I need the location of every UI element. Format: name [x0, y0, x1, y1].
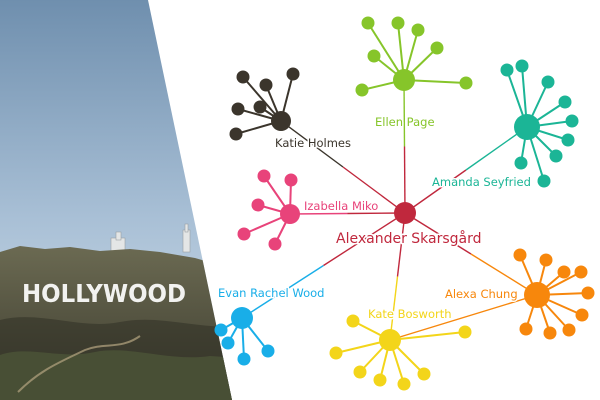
link-center-katie: [342, 166, 406, 214]
leaf-link-kate-6: [389, 331, 466, 341]
leaf-link-ellen-0: [367, 22, 405, 81]
link-kate-alexa: [389, 294, 538, 341]
leaf-node-kate-2[interactable]: [353, 365, 367, 379]
leaf-node-alexa-1[interactable]: [539, 253, 553, 267]
leaf-node-katie-2[interactable]: [286, 67, 300, 81]
leaf-node-evan-2[interactable]: [237, 352, 251, 366]
leaf-node-alexa-4[interactable]: [581, 286, 595, 300]
leaf-node-ellen-4[interactable]: [367, 49, 381, 63]
label-alexa: Alexa Chung: [445, 287, 518, 301]
leaf-node-alexa-6[interactable]: [562, 323, 576, 337]
link-katie-center: [280, 120, 344, 168]
leaf-node-ellen-0[interactable]: [361, 16, 375, 30]
link-center-ellen: [403, 146, 406, 214]
leaf-node-kate-5[interactable]: [417, 367, 431, 381]
nodes: [214, 16, 595, 391]
leaf-node-kate-1[interactable]: [329, 346, 343, 360]
leaf-node-izabella-1[interactable]: [284, 173, 298, 187]
leaf-node-izabella-2[interactable]: [251, 198, 265, 212]
leaf-node-alexa-8[interactable]: [519, 322, 533, 336]
hub-node-izabella[interactable]: [280, 204, 300, 224]
center-node[interactable]: [394, 202, 416, 224]
hub-node-evan[interactable]: [231, 307, 253, 329]
hub-node-kate[interactable]: [379, 329, 401, 351]
leaf-node-alexa-7[interactable]: [543, 326, 557, 340]
leaf-node-alexa-0[interactable]: [513, 248, 527, 262]
leaf-node-ellen-2[interactable]: [411, 23, 425, 37]
leaf-node-katie-4[interactable]: [231, 102, 245, 116]
leaf-node-ellen-1[interactable]: [391, 16, 405, 30]
link-ellen-center: [403, 79, 406, 147]
leaf-node-amanda-4[interactable]: [565, 114, 579, 128]
leaf-node-katie-0[interactable]: [236, 70, 250, 84]
leaf-node-izabella-4[interactable]: [268, 237, 282, 251]
hollywood-sign: HOLLYWOOD: [22, 279, 186, 308]
leaf-node-katie-5[interactable]: [229, 127, 243, 141]
leaf-node-amanda-6[interactable]: [549, 149, 563, 163]
leaf-node-alexa-2[interactable]: [557, 265, 571, 279]
hub-node-alexa[interactable]: [524, 282, 550, 308]
label-center: Alexander Skarsgård: [336, 230, 482, 247]
link-evan-center: [241, 264, 324, 319]
hub-node-ellen[interactable]: [393, 69, 415, 91]
antenna-tower: [110, 223, 191, 253]
labels: Alexander Skarsgård Katie Holmes Ellen Pag…: [217, 114, 533, 323]
leaf-node-kate-3[interactable]: [373, 373, 387, 387]
leaf-node-amanda-3[interactable]: [558, 95, 572, 109]
leaf-node-kate-0[interactable]: [346, 314, 360, 328]
leaf-node-katie-1[interactable]: [259, 78, 273, 92]
label-katie: Katie Holmes: [275, 136, 351, 150]
leaf-node-amanda-7[interactable]: [537, 174, 551, 188]
leaf-node-evan-3[interactable]: [261, 344, 275, 358]
leaf-node-amanda-5[interactable]: [561, 133, 575, 147]
label-kate: Kate Bosworth: [368, 307, 452, 321]
hub-node-katie[interactable]: [271, 111, 291, 131]
label-amanda: Amanda Seyfried: [432, 175, 531, 189]
leaf-node-kate-6[interactable]: [458, 325, 472, 339]
leaf-node-amanda-1[interactable]: [515, 59, 529, 73]
leaf-node-izabella-3[interactable]: [237, 227, 251, 241]
leaf-node-amanda-2[interactable]: [541, 75, 555, 89]
leaf-node-izabella-0[interactable]: [257, 169, 271, 183]
link-center-evan: [323, 212, 406, 267]
label-ellen: Ellen Page: [375, 115, 435, 129]
leaf-node-evan-1[interactable]: [221, 336, 235, 350]
leaf-node-ellen-3[interactable]: [430, 41, 444, 55]
label-evan: Evan Rachel Wood: [218, 286, 324, 300]
hub-node-amanda[interactable]: [514, 114, 540, 140]
leaf-node-ellen-6[interactable]: [459, 76, 473, 90]
leaf-node-katie-3[interactable]: [253, 100, 267, 114]
trail: [17, 335, 141, 393]
leaf-node-amanda-8[interactable]: [514, 156, 528, 170]
link-center-amanda: [404, 169, 467, 214]
leaf-node-amanda-0[interactable]: [500, 63, 514, 77]
label-izabella: Izabella Miko: [304, 199, 378, 213]
link-center-alexa: [404, 212, 472, 255]
leaf-node-kate-4[interactable]: [397, 377, 411, 391]
leaf-node-alexa-3[interactable]: [574, 265, 588, 279]
leaf-node-evan-0[interactable]: [214, 323, 228, 337]
leaf-node-ellen-5[interactable]: [355, 83, 369, 97]
leaf-node-alexa-5[interactable]: [575, 308, 589, 322]
